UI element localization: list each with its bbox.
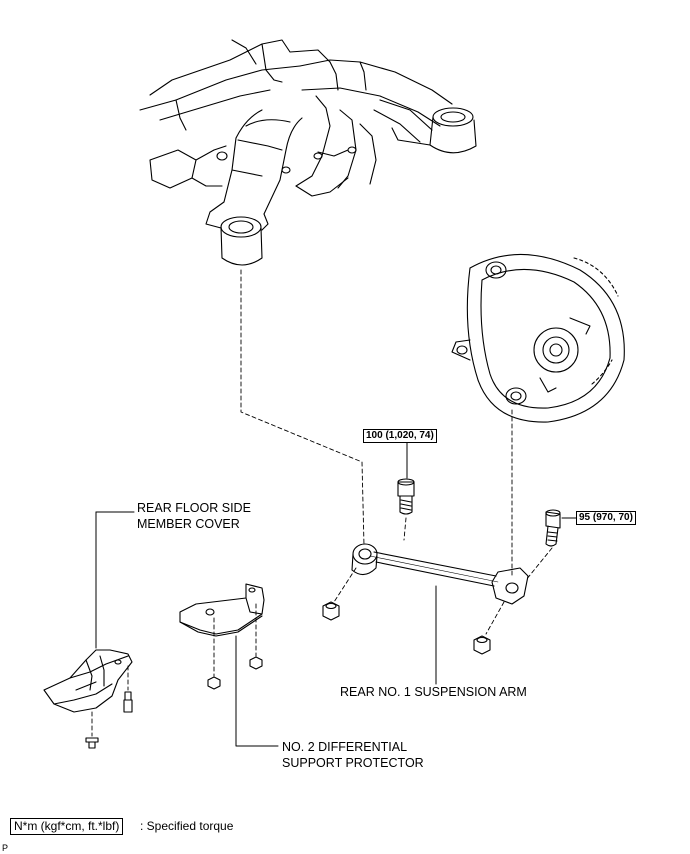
rear-axle-carrier-illustration (451, 253, 625, 423)
assembly-guide-lines (91, 269, 553, 737)
rear-floor-side-member-cover-label-line1: REAR FLOOR SIDE (137, 501, 251, 515)
rear-suspension-member-illustration (139, 39, 477, 266)
floor-side-member-cover-illustration (43, 649, 133, 713)
torque-spec-upper-bolt: 100 (1,020, 74) (363, 429, 437, 443)
torque-unit-legend-box: N*m (kgf*cm, ft.*lbf) (10, 818, 124, 835)
torque-legend-description: : Specified torque (140, 819, 234, 833)
suspension-arm-illustration (351, 543, 529, 605)
differential-support-protector-illustration (179, 583, 265, 637)
torque-spec-right-bolt: 95 (970, 70) (576, 511, 636, 525)
rear-floor-side-member-cover-label-line2: MEMBER COVER (137, 517, 240, 531)
no2-differential-support-protector-label: NO. 2 DIFFERENTIAL SUPPORT PROTECTOR (282, 739, 424, 771)
corner-mark: P (2, 843, 9, 853)
rear-floor-side-member-cover-label: REAR FLOOR SIDE MEMBER COVER (137, 500, 251, 532)
bolts-and-nuts (85, 478, 561, 749)
no2-differential-support-protector-label-line2: SUPPORT PROTECTOR (282, 756, 424, 770)
no2-differential-support-protector-label-line1: NO. 2 DIFFERENTIAL (282, 740, 408, 754)
leader-lines (95, 441, 577, 747)
rear-no1-suspension-arm-label: REAR NO. 1 SUSPENSION ARM (340, 685, 527, 699)
